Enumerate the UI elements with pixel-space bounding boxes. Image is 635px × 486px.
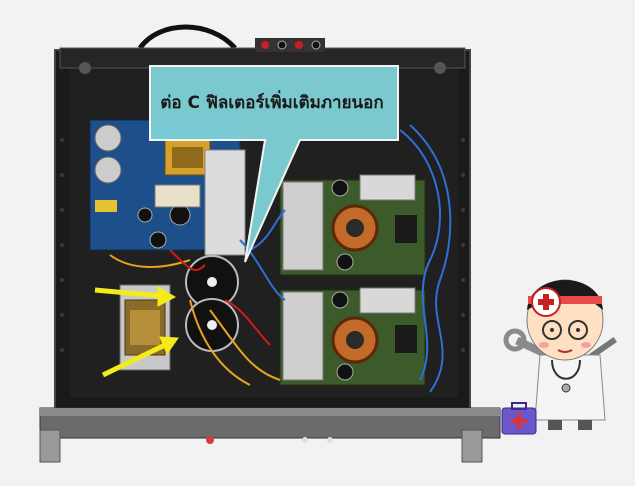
yellow-arrow-upper [94,286,177,307]
callout-text: ต่อ C ฟิลเตอร์เพิ่มเติมภายนอก [160,92,384,113]
amplifier-board-bottom [279,287,426,386]
speaker-terminals [255,38,325,52]
psu-board [89,119,246,256]
yellow-arrow-lower [101,336,179,378]
doctor-mascot [503,279,618,430]
wiring [109,124,452,393]
amplifier-board-top [279,174,426,276]
medical-case [501,402,537,435]
power-cable [137,24,237,50]
callout-bubble [149,65,399,263]
